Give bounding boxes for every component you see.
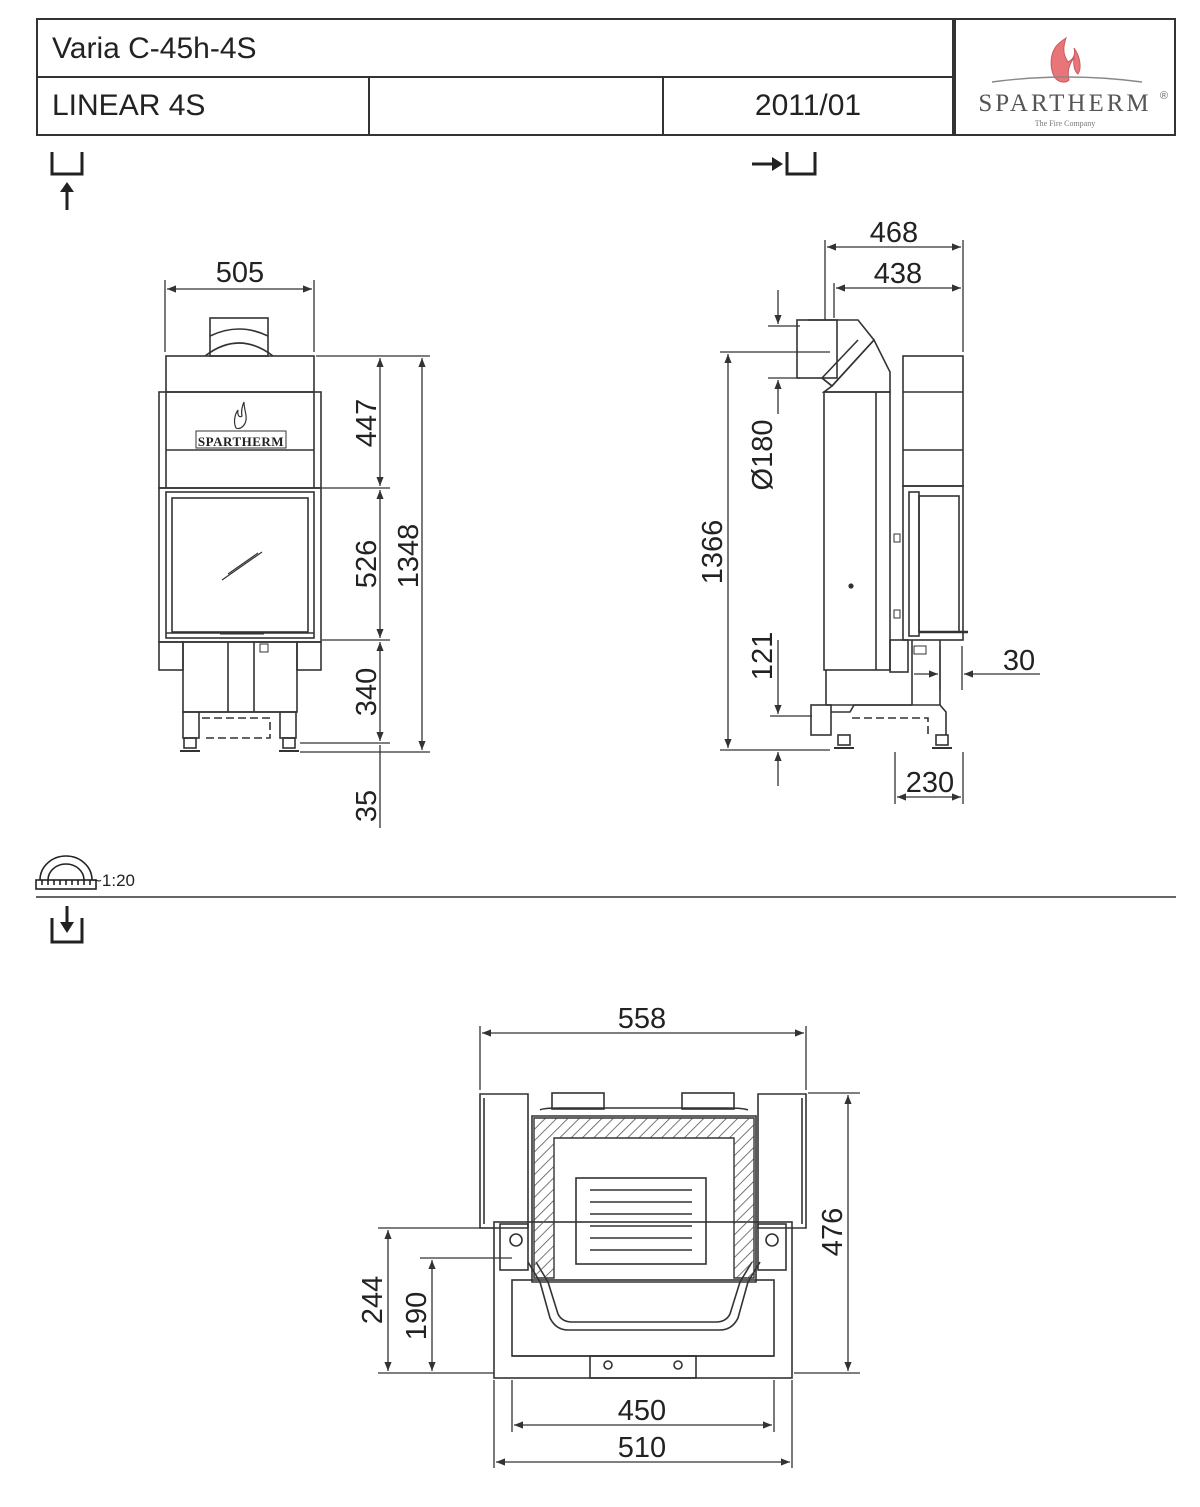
title-row-model: Varia C-45h-4S [38,20,952,78]
side-view-icon [752,152,817,176]
title-block: Varia C-45h-4S LINEAR 4S 2011/01 SPARTHE… [36,18,1176,136]
plan-view [479,1092,807,1379]
side-view [796,319,968,749]
dim-front-340: 340 [351,668,383,716]
title-row-info: LINEAR 4S 2011/01 [38,78,952,134]
dim-front-1348: 1348 [393,524,425,589]
dim-front-width: 505 [216,257,264,289]
dim-side-121: 121 [747,632,779,680]
front-view [158,317,322,752]
dim-plan-558: 558 [618,1003,666,1035]
dim-plan-510: 510 [618,1432,666,1464]
dim-front-447: 447 [351,399,383,447]
brand-wordmark: SPARTHERM [978,90,1152,117]
model-name: Varia C-45h-4S [52,32,257,65]
front-dimension-lines [164,280,430,828]
dim-side-468: 468 [870,217,918,249]
empty-cell [370,78,664,134]
dim-side-438: 438 [874,258,922,290]
front-view-icon [50,152,84,210]
brand-tagline: The Fire Company [1034,119,1096,128]
title-table: Varia C-45h-4S LINEAR 4S 2011/01 [36,18,954,136]
dim-front-35: 35 [351,790,383,822]
dim-side-flue-diameter: Ø180 [747,420,779,491]
top-view-icon [50,906,84,944]
scale-label: ~1:20 [92,871,135,890]
dim-plan-244: 244 [357,1276,389,1324]
dim-front-526: 526 [351,540,383,588]
front-plate-brand: SPARTHERM [198,434,284,449]
dim-side-230: 230 [906,767,954,799]
registered-mark: ® [1159,90,1168,102]
flame-icon [991,36,1143,83]
scale-icon [35,855,97,890]
dim-plan-190: 190 [401,1292,433,1340]
plan-dimension-lines [378,1026,860,1468]
front-flame-icon [233,401,247,430]
firebox-liner [533,1117,755,1279]
side-dimension-lines [720,240,1040,804]
series-name: LINEAR 4S [38,78,370,134]
dim-plan-450: 450 [618,1395,666,1427]
dim-side-30: 30 [1003,645,1035,677]
drawing-date: 2011/01 [754,89,862,122]
brand-logo: SPARTHERM ® The Fire Company [954,18,1176,136]
dim-side-1366: 1366 [697,520,729,585]
dim-plan-476: 476 [817,1208,849,1256]
